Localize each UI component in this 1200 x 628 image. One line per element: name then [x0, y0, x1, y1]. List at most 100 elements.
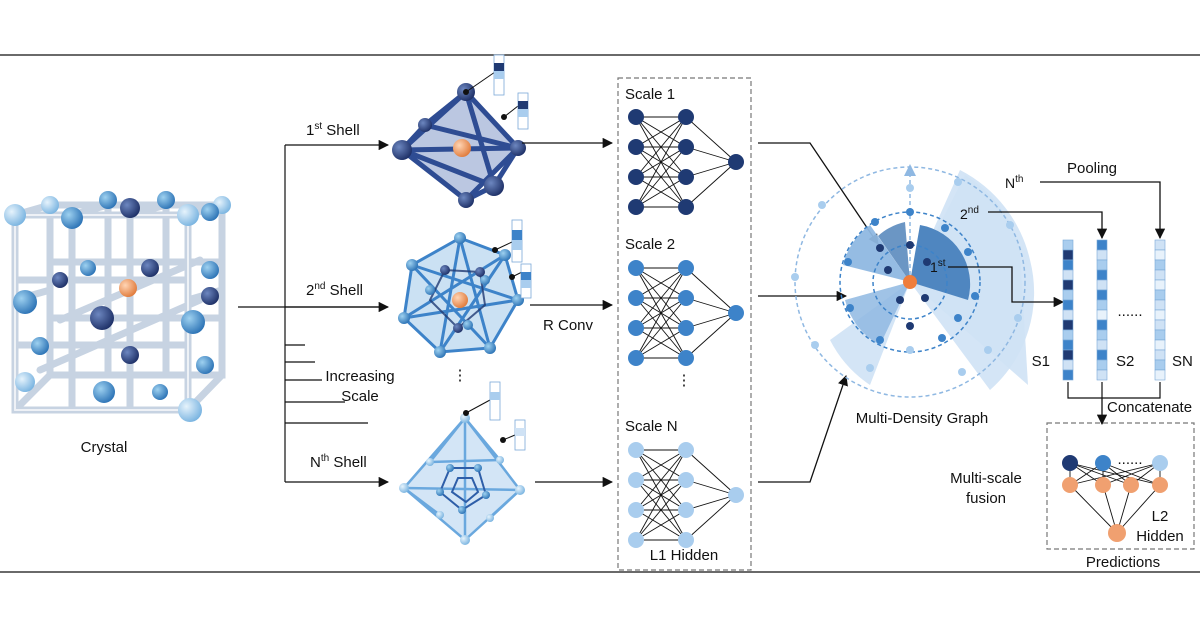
vector-cell — [1096, 269, 1108, 281]
mdg-title: Multi-Density Graph — [856, 410, 989, 427]
vector-cell — [1154, 319, 1166, 331]
scale1-label: Scale 1 — [625, 86, 675, 103]
nn-hidden-node — [678, 502, 694, 518]
vector-cell — [1154, 289, 1166, 301]
nn-scaleN — [628, 442, 744, 548]
multiscale-label-line2: fusion — [966, 490, 1006, 507]
l2-label-line2: Hidden — [1136, 528, 1184, 545]
nn-input-node — [628, 472, 644, 488]
vector-cell — [1062, 349, 1074, 361]
nn-input-node — [628, 532, 644, 548]
vector-sn — [1154, 239, 1166, 381]
fusion-input-node — [1152, 455, 1168, 471]
ring2-label: 2nd — [960, 205, 979, 222]
fusion-box — [1046, 422, 1195, 550]
vector-cell — [1062, 279, 1074, 291]
vector-cell — [1062, 259, 1074, 271]
pooling-label: Pooling — [1067, 160, 1117, 177]
shell1-label: 1st Shell — [306, 121, 360, 139]
vector-cell — [1096, 349, 1108, 361]
fusion-hidden-node — [1095, 477, 1111, 493]
nn-input-node — [628, 290, 644, 306]
nn-input-node — [628, 169, 644, 185]
nn-output-node — [728, 154, 744, 170]
nn-input-node — [628, 320, 644, 336]
nn-edge — [635, 116, 687, 178]
l2-label-line1: L2 — [1152, 508, 1169, 525]
fusion-edge — [1069, 484, 1118, 534]
vector-cell — [1154, 349, 1166, 361]
s1-label: S1 — [1032, 353, 1050, 370]
nn-hidden-node — [678, 290, 694, 306]
nn-edge — [635, 146, 687, 208]
vector-s1 — [1062, 239, 1074, 381]
nn-scale1 — [628, 109, 744, 215]
vector-cell — [1062, 319, 1074, 331]
scaleN-label: Scale N — [625, 418, 678, 435]
fusion-edge — [1102, 462, 1161, 486]
nn-edge — [635, 479, 687, 541]
vector-cell — [1096, 359, 1108, 371]
nn-scale2 — [628, 260, 744, 366]
nn-hidden-node — [678, 350, 694, 366]
vector-cell — [1062, 269, 1074, 281]
sn-label: SN — [1172, 353, 1193, 370]
vector-cell — [1096, 369, 1108, 381]
fusion-input-node — [1062, 455, 1078, 471]
arrow-nn1-to-graph — [758, 142, 879, 245]
fusion-network — [1062, 455, 1168, 542]
nn-edge — [635, 297, 687, 359]
nn-hidden-node — [678, 169, 694, 185]
vertical-ellipsis-nn: ⋮ — [677, 372, 692, 389]
vector-cell — [1096, 289, 1108, 301]
nn-input-node — [628, 260, 644, 276]
shellN-polyhedron — [399, 381, 526, 545]
nn-input-node — [628, 139, 644, 155]
nn-hidden-node — [678, 139, 694, 155]
nn-edge — [685, 161, 737, 208]
vector-cell — [1096, 279, 1108, 291]
vector-cell — [1154, 239, 1166, 251]
ringN-label: Nth — [1005, 174, 1023, 191]
multiscale-label-line1: Multi-scale — [950, 470, 1022, 487]
l1-hidden-box — [617, 77, 752, 571]
branch-connectors — [238, 139, 390, 488]
arrow-nnN-to-graph — [758, 375, 848, 483]
vector-cell — [1062, 339, 1074, 351]
vertical-ellipsis-shells: ⋮ — [453, 367, 468, 384]
fusion-edge — [1069, 462, 1132, 486]
fusion-hidden-node — [1152, 477, 1168, 493]
nn-input-node — [628, 109, 644, 125]
crystal-label: Crystal — [81, 439, 128, 456]
nn-edge — [685, 312, 737, 359]
nn-edge — [685, 161, 737, 178]
nn-edge — [635, 176, 687, 208]
nn-edge — [685, 494, 737, 541]
increasing-label: Increasing — [325, 368, 394, 385]
concat-bracket — [1067, 382, 1161, 399]
nn-edge — [685, 146, 737, 163]
nn-edge — [635, 509, 687, 541]
fusion-edge — [1069, 462, 1161, 486]
nn-input-node — [628, 502, 644, 518]
vector-cell — [1062, 369, 1074, 381]
vector-cell — [1062, 329, 1074, 341]
vector-cell — [1062, 289, 1074, 301]
nn-edge — [635, 449, 687, 481]
predictions-label: Predictions — [1086, 554, 1160, 571]
vector-cell — [1154, 359, 1166, 371]
arrow-ring2-to-s2 — [988, 211, 1108, 240]
vector-cell — [1154, 299, 1166, 311]
vector-cell — [1096, 239, 1108, 251]
fusion-input-node — [1095, 455, 1111, 471]
vector-cell — [1096, 339, 1108, 351]
nn-hidden-node — [678, 199, 694, 215]
nn-output-node — [728, 487, 744, 503]
shell2-polyhedron — [398, 219, 532, 358]
vector-cell — [1096, 309, 1108, 321]
nn-edge — [685, 479, 737, 496]
vector-cell — [1154, 279, 1166, 291]
vector-cell — [1096, 329, 1108, 341]
fusion-hidden-node — [1123, 477, 1139, 493]
